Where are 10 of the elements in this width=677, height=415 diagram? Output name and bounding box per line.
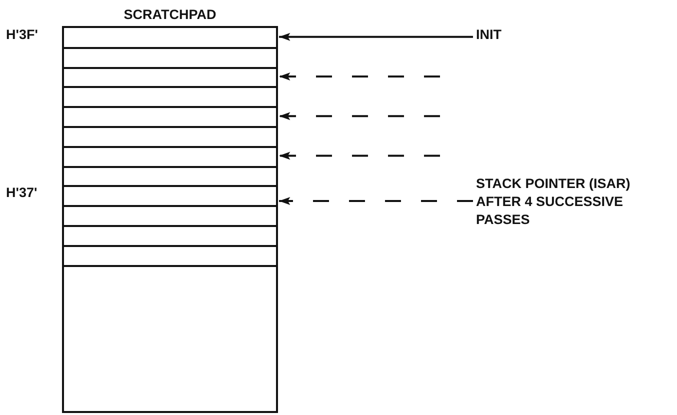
- address-label: H'3F': [6, 26, 38, 44]
- pointer-arrow: [279, 197, 473, 205]
- pointer-arrow: [279, 32, 473, 41]
- pointer-arrow: [279, 112, 440, 120]
- pointer-label: INIT: [476, 26, 536, 44]
- pointer-label: STACK POINTER (ISAR) AFTER 4 SUCCESSIVE PASSES: [476, 175, 651, 229]
- column-heading: SCRATCHPAD: [122, 6, 218, 24]
- pointer-arrow: [279, 152, 440, 160]
- address-label: H'37': [6, 184, 38, 202]
- pointer-arrow: [279, 72, 440, 80]
